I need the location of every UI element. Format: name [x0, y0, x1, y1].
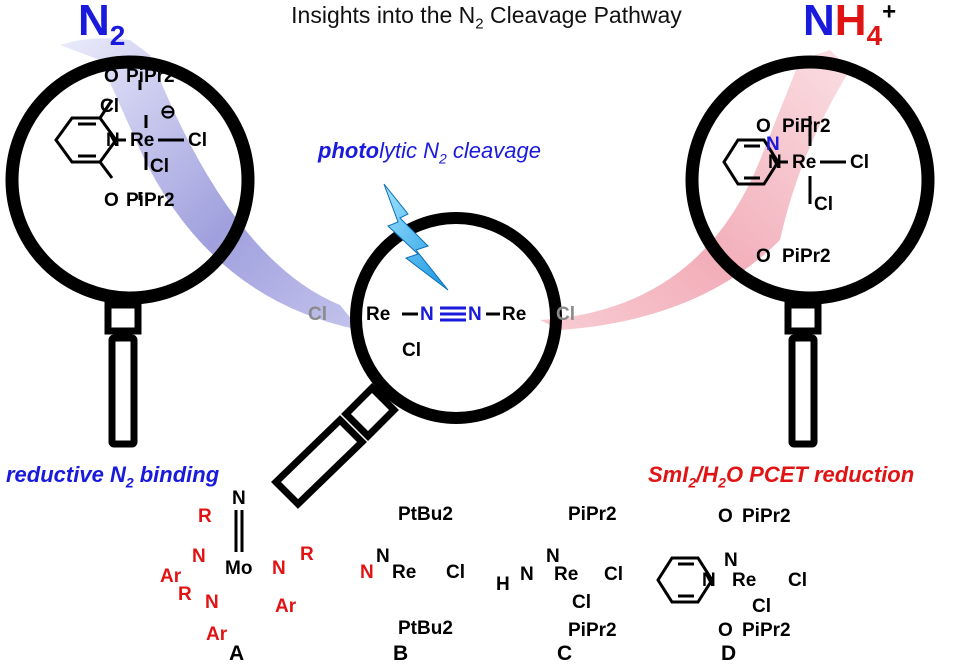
ligand-pipr2: PiPr2 [126, 66, 175, 87]
atom-n: N [360, 562, 374, 583]
reduction-arrow-left [60, 38, 360, 330]
atom-ar: Ar [160, 566, 182, 587]
magnifier-right [685, 55, 935, 448]
ligand-pipr2: PiPr2 [126, 190, 175, 211]
atom-cl: Cl [188, 130, 207, 151]
atom-re: Re [732, 570, 756, 591]
ligand-ptbu2: PtBu2 [398, 504, 453, 525]
atom-n: N [376, 546, 390, 567]
atom-o: O [718, 620, 733, 641]
atom-cl: Cl [850, 152, 869, 173]
atom-n: N [106, 130, 120, 151]
atom-n: N [232, 488, 246, 509]
lightning-bolt-icon [383, 183, 449, 291]
diagram-title: Insights into the N2 Cleavage Pathway [291, 2, 682, 33]
atom-n: N [768, 152, 782, 173]
atom-cl: Cl [752, 596, 771, 617]
compound-c: PiPr2 N N H Re Cl Cl PiPr2 [496, 504, 623, 641]
atom-re: Re [130, 130, 154, 151]
atom-h: H [496, 574, 510, 595]
atom-n: N [205, 592, 219, 613]
atom-n-nitride: N [766, 134, 780, 155]
atom-r: R [300, 544, 314, 565]
atom-n: N [192, 546, 206, 567]
complex-center [402, 306, 500, 322]
pcet-arrow-right [540, 50, 850, 330]
atom-o: O [104, 66, 119, 87]
ligand-pipr2: PiPr2 [782, 116, 831, 137]
compound-a-bonds [234, 510, 244, 552]
atom-cl: Cl [814, 194, 833, 215]
complex-right-labels: O PiPr2 N N Re Cl Cl O PiPr2 [756, 116, 869, 267]
complex-center-labels: Re N N Re Cl Cl Cl [308, 304, 575, 361]
atom-ar: Ar [275, 596, 297, 617]
atom-n: N [520, 564, 534, 585]
compound-b: PtBu2 N N Re Cl PtBu2 [360, 504, 465, 639]
complex-left [54, 80, 184, 200]
atom-n: N [272, 558, 286, 579]
atom-mo: Mo [225, 558, 252, 579]
atom-cl: Cl [556, 304, 575, 325]
label-d: D [721, 642, 737, 665]
atom-re: Re [366, 304, 390, 325]
magnifier-left [5, 55, 255, 448]
atom-n: N [468, 304, 482, 325]
atom-o: O [104, 190, 119, 211]
label-a: A [229, 642, 245, 665]
complex-left-labels: O PiPr2 Cl N Re ⊖ Cl Cl O PiPr2 [100, 66, 207, 211]
ligand-pipr2: PiPr2 [568, 620, 617, 641]
atom-cl: Cl [402, 340, 421, 361]
charge: ⊖ [160, 102, 176, 123]
atom-n: N [724, 550, 738, 571]
atom-o: O [718, 506, 733, 527]
complex-right [722, 116, 846, 204]
caption-reductive-binding: reductive N2 binding [6, 462, 220, 491]
ligand-pipr2: PiPr2 [742, 620, 791, 641]
atom-o: O [756, 246, 771, 267]
atom-cl: Cl [788, 570, 807, 591]
atom-o: O [756, 116, 771, 137]
atom-n: N [420, 304, 434, 325]
atom-cl: Cl [308, 304, 327, 325]
n2-reagent: N2 [78, 0, 126, 51]
atom-r: R [198, 506, 212, 527]
atom-n: N [702, 570, 716, 591]
compound-a: Mo N N N N R Ar R Ar R Ar [160, 488, 314, 645]
atom-n: N [546, 546, 560, 567]
label-c: C [557, 642, 573, 665]
ligand-ptbu2: PtBu2 [398, 618, 453, 639]
atom-r: R [178, 584, 192, 605]
atom-cl: Cl [604, 564, 623, 585]
label-b: B [393, 642, 409, 665]
ammonium-product: NH4+ [803, 0, 897, 51]
caption-pcet-reduction: SmI2/H2O PCET reduction [648, 462, 915, 491]
compound-d-labels: O PiPr2 N N Re Cl Cl O PiPr2 [702, 506, 807, 641]
atom-cl: Cl [150, 156, 169, 177]
atom-re: Re [502, 304, 526, 325]
atom-cl: Cl [100, 96, 119, 117]
atom-re: Re [792, 152, 816, 173]
atom-re: Re [392, 562, 416, 583]
ligand-pipr2: PiPr2 [568, 504, 617, 525]
magnifier-center [271, 212, 562, 509]
ligand-pipr2: PiPr2 [782, 246, 831, 267]
compound-d [656, 556, 714, 604]
atom-ar: Ar [206, 624, 228, 645]
ligand-pipr2: PiPr2 [742, 506, 791, 527]
atom-re: Re [554, 564, 578, 585]
atom-cl: Cl [572, 592, 591, 613]
atom-cl: Cl [446, 562, 465, 583]
caption-photolytic: photolytic N2 cleavage [318, 138, 541, 167]
